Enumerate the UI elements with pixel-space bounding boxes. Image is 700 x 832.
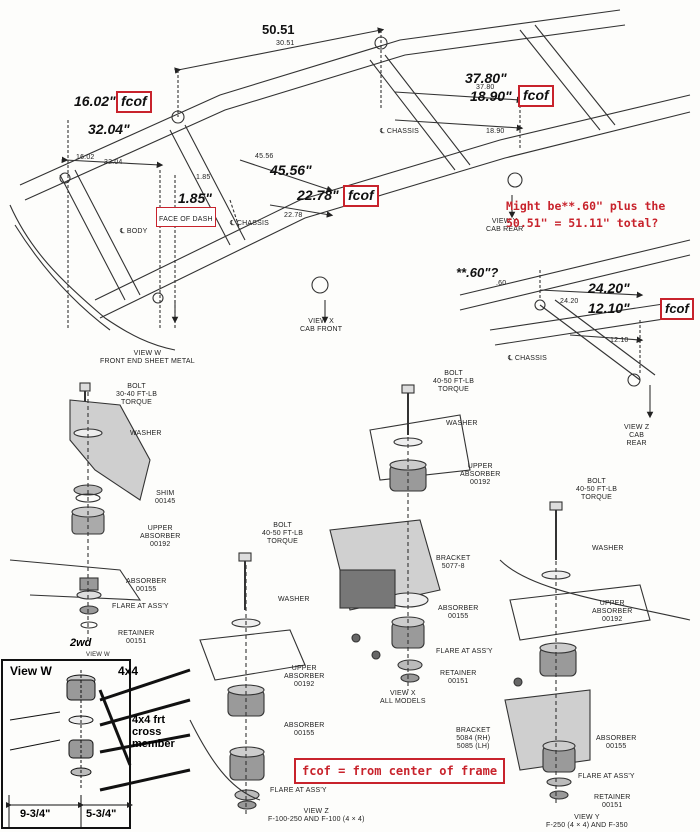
w-upper-absorber-label: UPPER ABSORBER 00192 <box>140 525 181 548</box>
chassis-label-top: ℄ CHASSIS <box>380 128 419 135</box>
z-flare-label: FLARE AT ASS'Y <box>270 787 327 794</box>
x-retainer-label: RETAINER 00151 <box>440 670 477 685</box>
y-washer-label: WASHER <box>592 545 624 552</box>
dash-offset-small: 1.85 <box>196 174 211 181</box>
inset-dim-left: 9-3/4" <box>20 808 51 820</box>
top-span-dimension: 50.51 <box>262 22 295 37</box>
y-flare-label: FLARE AT ASS'Y <box>578 773 635 780</box>
y-absorber-label: ABSORBER 00155 <box>596 735 637 750</box>
z-view-label: VIEW Z F-100-250 AND F-100 (4 × 4) <box>268 808 365 823</box>
front-full-dimension: 32.04" <box>88 121 130 137</box>
y-view-label: VIEW Y F-250 (4 × 4) AND F-350 <box>546 814 628 829</box>
z-absorber-label: ABSORBER 00155 <box>284 722 325 737</box>
x-bolt-label: BOLT 40-50 FT-LB TORQUE <box>433 370 475 393</box>
x-upper-absorber-label: UPPER ABSORBER 00192 <box>460 463 501 486</box>
cab-rear-full-dimension: 37.80" <box>465 70 507 86</box>
top-span-small: 30.51 <box>276 40 295 47</box>
inset-title: View W <box>10 664 52 678</box>
w-washer-label: WASHER <box>130 430 162 437</box>
view-w-top-label: VIEW W FRONT END SHEET METAL <box>100 350 195 365</box>
cab-front-full-dimension: 45.56" <box>270 162 312 178</box>
viewz-half-small: 12.10 <box>610 337 629 344</box>
y-upper-absorber-label: UPPER ABSORBER 00192 <box>592 600 633 623</box>
face-of-dash-box: FACE OF DASH <box>156 207 216 227</box>
front-half-small: 16.02 <box>76 154 95 161</box>
z-bolt-label: BOLT 40-50 FT-LB TORQUE <box>262 522 304 545</box>
w-view-label: VIEW W <box>86 652 110 658</box>
cab-front-full-small: 45.56 <box>255 153 274 160</box>
cab-front-half-dimension: 22.78" <box>297 187 339 203</box>
inset-cross-member-label: 4x4 frt cross member <box>132 714 175 750</box>
cab-front-fcof-box: fcof <box>343 185 379 207</box>
fcof-legend: fcof = from center of frame <box>294 758 506 784</box>
view-x-top-label: VIEW X CAB FRONT <box>300 318 343 333</box>
w-2wd-label: 2wd <box>70 637 92 649</box>
cab-rear-fcof-box: fcof <box>518 85 554 107</box>
dash-offset-dimension: 1.85" <box>178 190 212 206</box>
view-y-top-label: VIEW Y CAB REAR <box>486 218 524 233</box>
cab-rear-full-small: 37.80 <box>476 84 495 91</box>
front-fcof-box: fcof <box>116 91 152 113</box>
x-washer-label: WASHER <box>446 420 478 427</box>
inset-dim-right: 5-3/4" <box>86 808 117 820</box>
z-washer-label: WASHER <box>278 596 310 603</box>
viewz-half-dimension: 12.10" <box>588 300 630 316</box>
viewz-full-dimension: 24.20" <box>588 280 630 296</box>
viewz-fcof-box: fcof <box>660 298 694 320</box>
body-centerline-label: ℄ BODY <box>120 228 148 235</box>
viewz-full-small: 24.20 <box>560 298 579 305</box>
w-shim-label: SHIM 00145 <box>155 490 176 505</box>
cab-rear-half-dimension: 18.90" <box>470 88 512 104</box>
x-view-label: VIEW X ALL MODELS <box>380 690 426 705</box>
w-bolt-label: BOLT 30-40 FT-LB TORQUE <box>116 383 158 406</box>
w-absorber-label: ABSORBER 00155 <box>126 578 167 593</box>
cab-rear-half-small: 18.90 <box>486 128 505 135</box>
y-retainer-label: RETAINER 00151 <box>594 794 631 809</box>
view-z-top-label: VIEW Z CAB REAR <box>624 424 650 447</box>
chassis-label-z: ℄ CHASSIS <box>508 355 547 362</box>
might-be-note: Might be**.60" plus the 50.51" = 51.11" … <box>506 199 666 230</box>
inset-4x4-label: 4x4 <box>118 664 139 678</box>
z-upper-absorber-label: UPPER ABSORBER 00192 <box>284 665 325 688</box>
x-absorber-label: ABSORBER 00155 <box>438 605 479 620</box>
y-bolt-label: BOLT 40-50 FT-LB TORQUE <box>576 478 618 501</box>
w-flare-label: FLARE AT ASS'Y <box>112 603 169 610</box>
chassis-label-mid: ℄ CHASSIS <box>230 220 269 227</box>
viewz-offset-dimension: **.60"? <box>456 265 499 280</box>
w-retainer-label: RETAINER 00151 <box>118 630 155 645</box>
front-full-small: 32.04 <box>104 159 123 166</box>
y-bracket-label: BRACKET 5084 (RH) 5085 (LH) <box>456 727 491 750</box>
viewz-offset-small: .60 <box>496 280 507 287</box>
x-flare-label: FLARE AT ASS'Y <box>436 648 493 655</box>
front-half-dimension: 16.02" <box>74 93 116 109</box>
x-bracket-label: BRACKET 5077-8 <box>436 555 471 570</box>
cab-front-half-small: 22.78 <box>284 212 303 219</box>
